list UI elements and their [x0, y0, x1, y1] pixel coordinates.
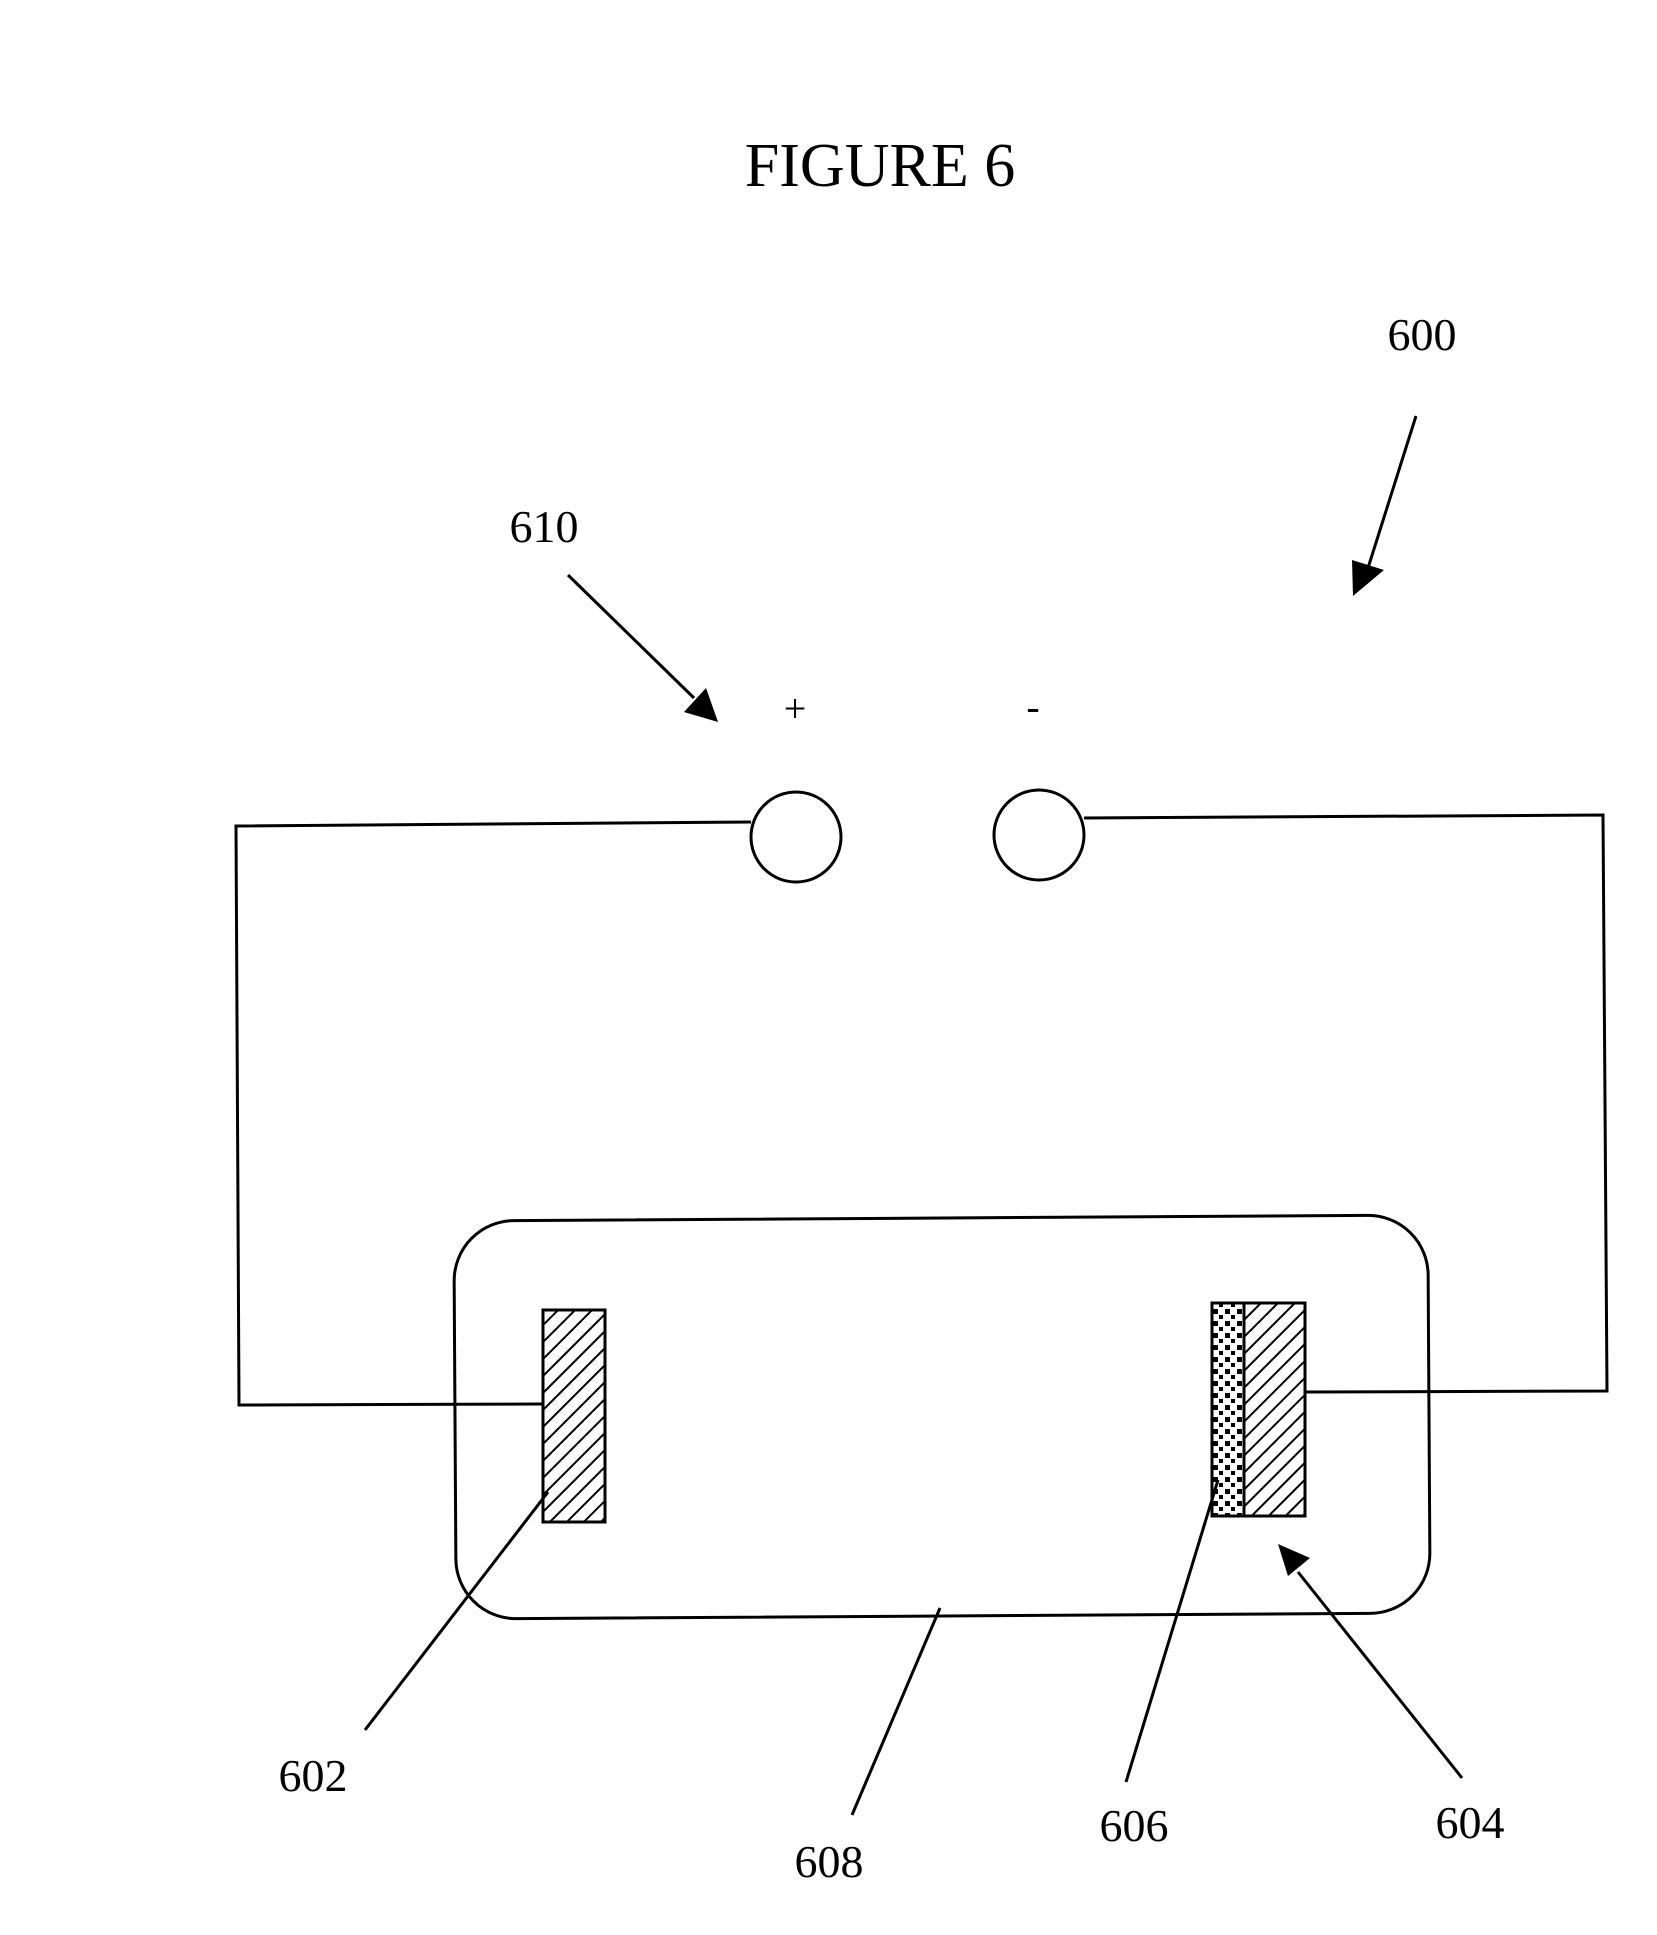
wire-right: [1084, 815, 1607, 1392]
arrow-604-shaft: [1298, 1572, 1462, 1778]
label-604: 604: [1436, 1797, 1505, 1848]
label-608: 608: [795, 1836, 864, 1887]
negative-terminal: [994, 790, 1084, 880]
arrow-600-shaft: [1368, 416, 1416, 568]
arrow-604-head: [1278, 1544, 1310, 1576]
label-602: 602: [279, 1750, 348, 1801]
negative-sign: -: [1026, 684, 1039, 729]
wire-left: [236, 822, 751, 1405]
positive-terminal: [751, 792, 841, 882]
leader-606: [1126, 1480, 1218, 1782]
label-610: 610: [510, 501, 579, 552]
electrode-602: [543, 1310, 605, 1522]
figure-title: FIGURE 6: [745, 132, 1015, 200]
electrode-604: [1244, 1303, 1305, 1516]
label-606: 606: [1100, 1800, 1169, 1851]
positive-sign: +: [784, 686, 807, 731]
arrow-600-head: [1352, 560, 1384, 596]
arrow-610-shaft: [568, 575, 694, 698]
leader-608: [852, 1608, 940, 1815]
label-600: 600: [1388, 309, 1457, 360]
